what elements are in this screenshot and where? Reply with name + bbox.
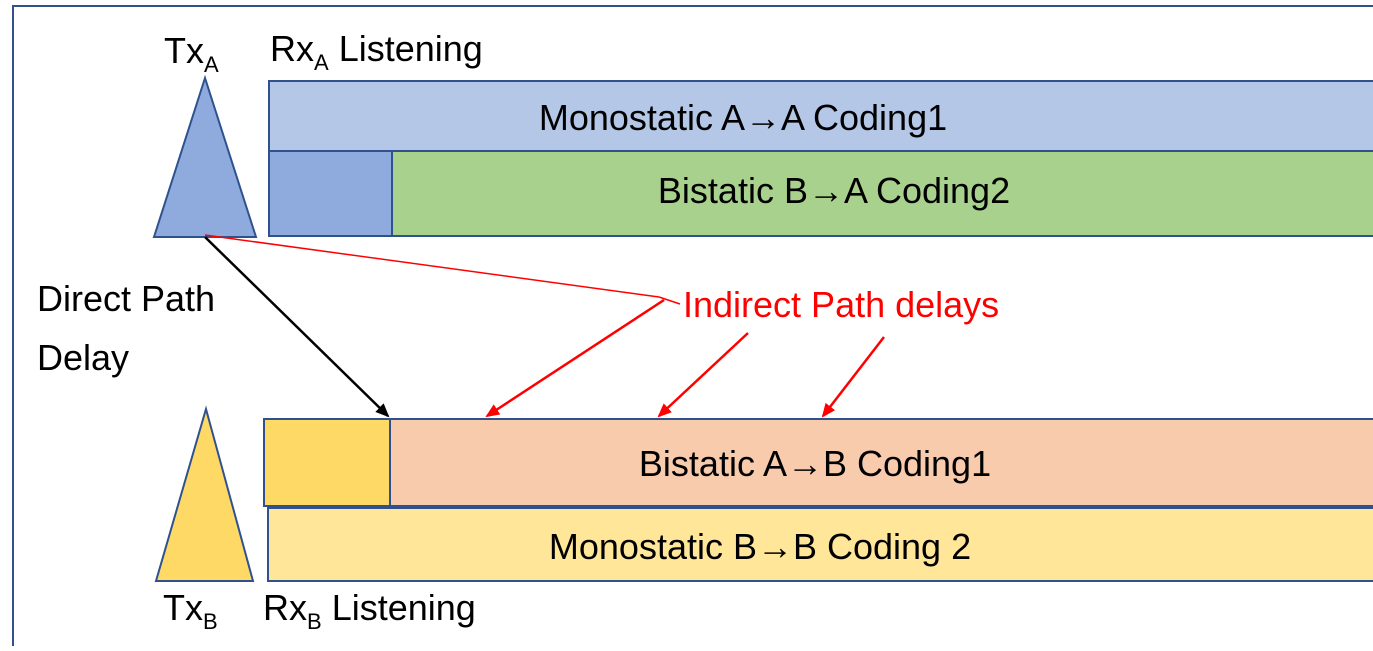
direct-path-label-line2: Delay: [37, 337, 129, 378]
rx-a-label: RxA Listening: [270, 28, 483, 75]
tx-a-triangle: [152, 74, 258, 238]
rx-b-label: RxB Listening: [263, 587, 476, 634]
indirect-arrow-3: [821, 336, 885, 418]
indirect-arrow-1: [485, 298, 665, 418]
monostatic-b-bar: [267, 507, 1373, 582]
tx-a-label: TxA: [164, 30, 219, 77]
tx-b-triangle: [154, 405, 255, 582]
bistatic-ab-bar: [389, 418, 1373, 507]
indirect-arrow-2: [657, 332, 749, 418]
direct-path-label-line1: Direct Path: [37, 278, 215, 319]
indirect-path-line: [204, 234, 660, 298]
bistatic-ab-label: Bistatic A→B Coding1: [639, 443, 991, 484]
indirect-path-label: Indirect Path delays: [683, 284, 999, 325]
monostatic-b-label: Monostatic B→B Coding 2: [549, 526, 971, 567]
bistatic-ab-delay-block: [263, 418, 391, 507]
direct-path-arrow: [204, 236, 390, 418]
bistatic-ba-bar: [391, 150, 1373, 237]
outer-frame: [12, 5, 1373, 651]
tx-b-label: TxB: [163, 587, 218, 634]
monostatic-a-label: Monostatic A→A Coding1: [539, 97, 947, 138]
bistatic-ba-delay-block: [268, 150, 393, 237]
bistatic-ba-label: Bistatic B→A Coding2: [658, 170, 1010, 211]
indirect-path-bracket: [658, 296, 681, 305]
